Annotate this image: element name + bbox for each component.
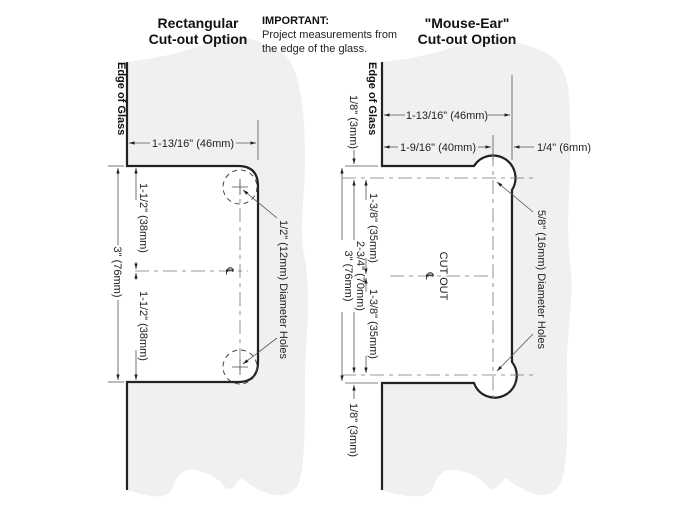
rect-width-dim: 1-13/16" (46mm) xyxy=(152,138,234,150)
rect-hole-label: 1/2" (12mm) Diameter Holes xyxy=(277,220,289,359)
important-line1: Project measurements from xyxy=(262,29,397,41)
mouse-edge-label: Edge of Glass xyxy=(366,62,378,135)
mouse-ear-diagram: Edge of Glass 1-13/16" (46mm) 1-9/16" (4… xyxy=(340,15,591,497)
mouse-top-offset-dim: 1/8" (3mm) xyxy=(347,95,359,149)
rect-lower-half-dim: 1-1/2" (38mm) xyxy=(137,291,149,361)
mouse-ear-outline xyxy=(380,62,518,490)
important-line2: the edge of the glass. xyxy=(262,43,367,55)
rect-centerline-symbol: ℄ xyxy=(223,266,235,274)
rect-hole-top xyxy=(222,169,258,205)
mouse-title-line2: Cut-out Option xyxy=(418,31,517,47)
rect-title-line2: Cut-out Option xyxy=(149,31,248,47)
mouse-cutout-label: CUT OUT xyxy=(437,252,449,301)
mouse-hole-span-dim: 2-3/4" (70mm) xyxy=(354,241,366,311)
rect-hole-bottom xyxy=(222,349,258,385)
mouse-bottom-offset-dim: 1/8" (3mm) xyxy=(347,403,359,457)
rectangular-cutout xyxy=(127,166,258,382)
rect-upper-half-dim: 1-1/2" (38mm) xyxy=(137,183,149,253)
mouse-hole-center-dim: 1-9/16" (40mm) xyxy=(400,142,476,154)
rect-edge-label: Edge of Glass xyxy=(115,62,127,135)
mouse-overall-width-dim: 1-13/16" (46mm) xyxy=(406,110,488,122)
rect-total-height-dim: 3" (76mm) xyxy=(111,247,123,298)
mouse-centerline-symbol: ℄ xyxy=(423,271,435,279)
mouse-lower-half-dim: 1-3/8" (35mm) xyxy=(367,289,379,359)
mouse-title-line1: "Mouse-Ear" xyxy=(425,15,510,31)
mouse-upper-half-dim: 1-3/8" (35mm) xyxy=(367,193,379,263)
rectangular-diagram: 1-13/16" (46mm) Edge of Glass ℄ 1/2" (12… xyxy=(108,15,309,497)
important-heading: IMPORTANT: xyxy=(262,15,329,27)
rectangular-cutout-outline xyxy=(125,62,260,490)
important-note: IMPORTANT: Project measurements from the… xyxy=(262,15,397,55)
mouse-ear-offset-dim: 1/4" (6mm) xyxy=(537,142,591,154)
rect-title-line1: Rectangular xyxy=(158,15,239,31)
mouse-hole-label: 5/8" (16mm) Diameter Holes xyxy=(535,210,547,349)
mouse-total-height-dim: 3" (76mm) xyxy=(342,251,354,302)
